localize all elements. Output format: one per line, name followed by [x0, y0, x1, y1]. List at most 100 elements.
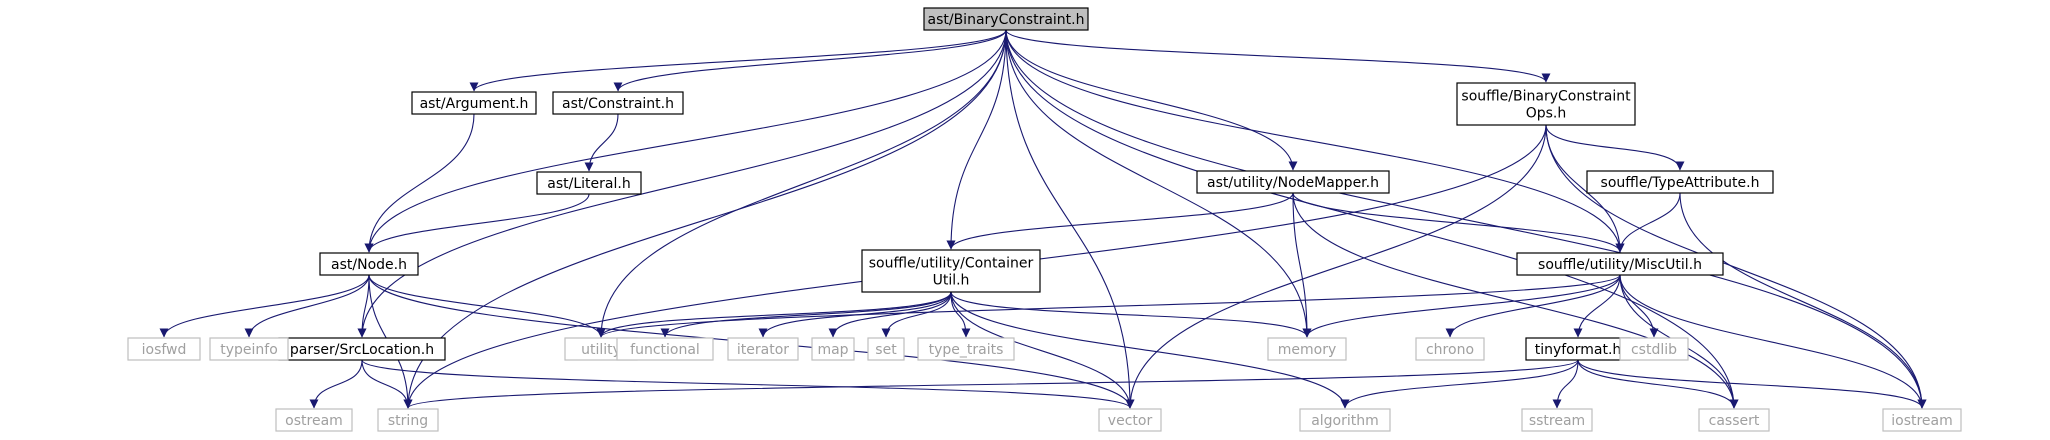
node-box: [127, 337, 201, 361]
node-string: string: [377, 408, 439, 432]
node-label: typeinfo: [220, 342, 278, 358]
node-label: memory: [1278, 342, 1337, 358]
node-typeattr[interactable]: souffle/TypeAttribute.h: [1586, 170, 1774, 194]
edge-miscutil-to-memory: [1302, 274, 1621, 338]
node-label: souffle/BinaryConstraint: [1461, 89, 1631, 105]
edge-constraint-to-literal: [584, 113, 619, 172]
edge-nodemapper-to-miscutil: [1292, 192, 1625, 253]
node-cstdlib: cstdlib: [1619, 337, 1689, 361]
node-set: set: [867, 337, 905, 361]
node-box: [1521, 408, 1593, 432]
node-box: [1299, 408, 1391, 432]
node-box: [811, 337, 855, 361]
edge-bcops-to-vector: [1125, 124, 1547, 409]
edge-containerutil-to-functional: [660, 291, 952, 338]
node-box: [1698, 408, 1770, 432]
node-box: [1456, 82, 1636, 126]
node-box: [275, 408, 353, 432]
node-srcloc[interactable]: parser/SrcLocation.h: [278, 337, 446, 361]
node-box: [552, 91, 684, 115]
edge-node-to-typeinfo: [244, 274, 370, 338]
node-box: [1415, 337, 1485, 361]
node-type_traits: type_traits: [917, 337, 1015, 361]
node-label: iterator: [737, 342, 789, 358]
edge-root-to-memory: [1005, 29, 1312, 338]
edge-containerutil-to-utility: [596, 291, 952, 338]
node-box: [1098, 408, 1162, 432]
node-label: sstream: [1529, 413, 1585, 429]
node-node[interactable]: ast/Node.h: [319, 252, 419, 276]
edge-typeattr-to-miscutil: [1615, 192, 1681, 253]
node-box: [209, 337, 289, 361]
nodes-layer: ast/BinaryConstraint.h ast/Argument.h ast/…: [127, 7, 1962, 432]
node-box: [1882, 408, 1962, 432]
node-label: utility: [581, 342, 621, 358]
node-label: type_traits: [929, 342, 1004, 358]
node-box: [536, 171, 642, 195]
edge-literal-to-node: [364, 193, 590, 253]
node-label: tinyformat.h: [1535, 342, 1622, 358]
node-label: ast/Node.h: [331, 257, 407, 273]
edge-tinyformat-to-sstream: [1552, 359, 1579, 409]
node-box: [1619, 337, 1689, 361]
edge-srcloc-to-vector: [361, 359, 1135, 409]
node-label: map: [817, 342, 848, 358]
edge-tinyformat-to-string: [403, 359, 1579, 409]
edge-containerutil-to-set: [881, 291, 952, 338]
node-label: cassert: [1709, 413, 1760, 429]
node-label: ast/Literal.h: [547, 176, 630, 192]
edge-root-to-nodemapper: [1005, 29, 1298, 171]
node-label: iosfwd: [142, 342, 187, 358]
node-label: souffle/TypeAttribute.h: [1601, 175, 1760, 191]
node-chrono: chrono: [1415, 337, 1485, 361]
edge-miscutil-to-cstdlib: [1619, 274, 1659, 338]
node-label: souffle/utility/MiscUtil.h: [1538, 257, 1702, 273]
node-constraint[interactable]: ast/Constraint.h: [552, 91, 684, 115]
node-literal[interactable]: ast/Literal.h: [536, 171, 642, 195]
node-box: [1267, 337, 1347, 361]
node-algorithm: algorithm: [1299, 408, 1391, 432]
node-miscutil[interactable]: souffle/utility/MiscUtil.h: [1516, 252, 1724, 276]
edge-root-to-utility: [596, 29, 1007, 338]
node-label: ast/Argument.h: [420, 96, 529, 112]
edge-root-to-string: [403, 29, 1007, 409]
node-box: [917, 337, 1015, 361]
node-ostream: ostream: [275, 408, 353, 432]
node-tinyformat[interactable]: tinyformat.h: [1525, 337, 1631, 361]
node-label: algorithm: [1311, 413, 1379, 429]
edge-root-to-srcloc: [357, 29, 1007, 338]
node-label: Util.h: [933, 273, 970, 289]
node-box: [867, 337, 905, 361]
edge-root-to-constraint: [613, 29, 1007, 92]
node-nodemapper[interactable]: ast/utility/NodeMapper.h: [1196, 170, 1390, 194]
node-label: vector: [1108, 413, 1153, 429]
edge-srcloc-to-ostream: [309, 359, 363, 409]
edge-root-to-miscutil: [1005, 29, 1625, 253]
node-box: [1516, 252, 1724, 276]
edge-root-to-cassert: [1005, 29, 1739, 409]
node-box: [1586, 170, 1774, 194]
node-label: souffle/utility/Container: [869, 256, 1034, 272]
edge-root-to-containerutil: [946, 29, 1007, 250]
node-box: [319, 252, 419, 276]
node-functional: functional: [616, 337, 714, 361]
node-cassert: cassert: [1698, 408, 1770, 432]
node-argument[interactable]: ast/Argument.h: [411, 91, 537, 115]
edges-layer: [159, 29, 1927, 409]
node-root[interactable]: ast/BinaryConstraint.h: [923, 7, 1089, 31]
edge-argument-to-node: [364, 113, 475, 253]
edge-nodemapper-to-memory: [1292, 192, 1312, 338]
edge-miscutil-to-utility: [596, 274, 1621, 338]
node-map: map: [811, 337, 855, 361]
node-label: ast/Constraint.h: [562, 96, 674, 112]
node-label: ast/utility/NodeMapper.h: [1207, 175, 1379, 191]
node-label: functional: [630, 342, 700, 358]
node-box: [377, 408, 439, 432]
node-label: parser/SrcLocation.h: [290, 342, 434, 358]
edge-containerutil-to-algorithm: [950, 291, 1350, 409]
edge-root-to-argument: [469, 29, 1007, 92]
node-label: Ops.h: [1526, 106, 1567, 122]
